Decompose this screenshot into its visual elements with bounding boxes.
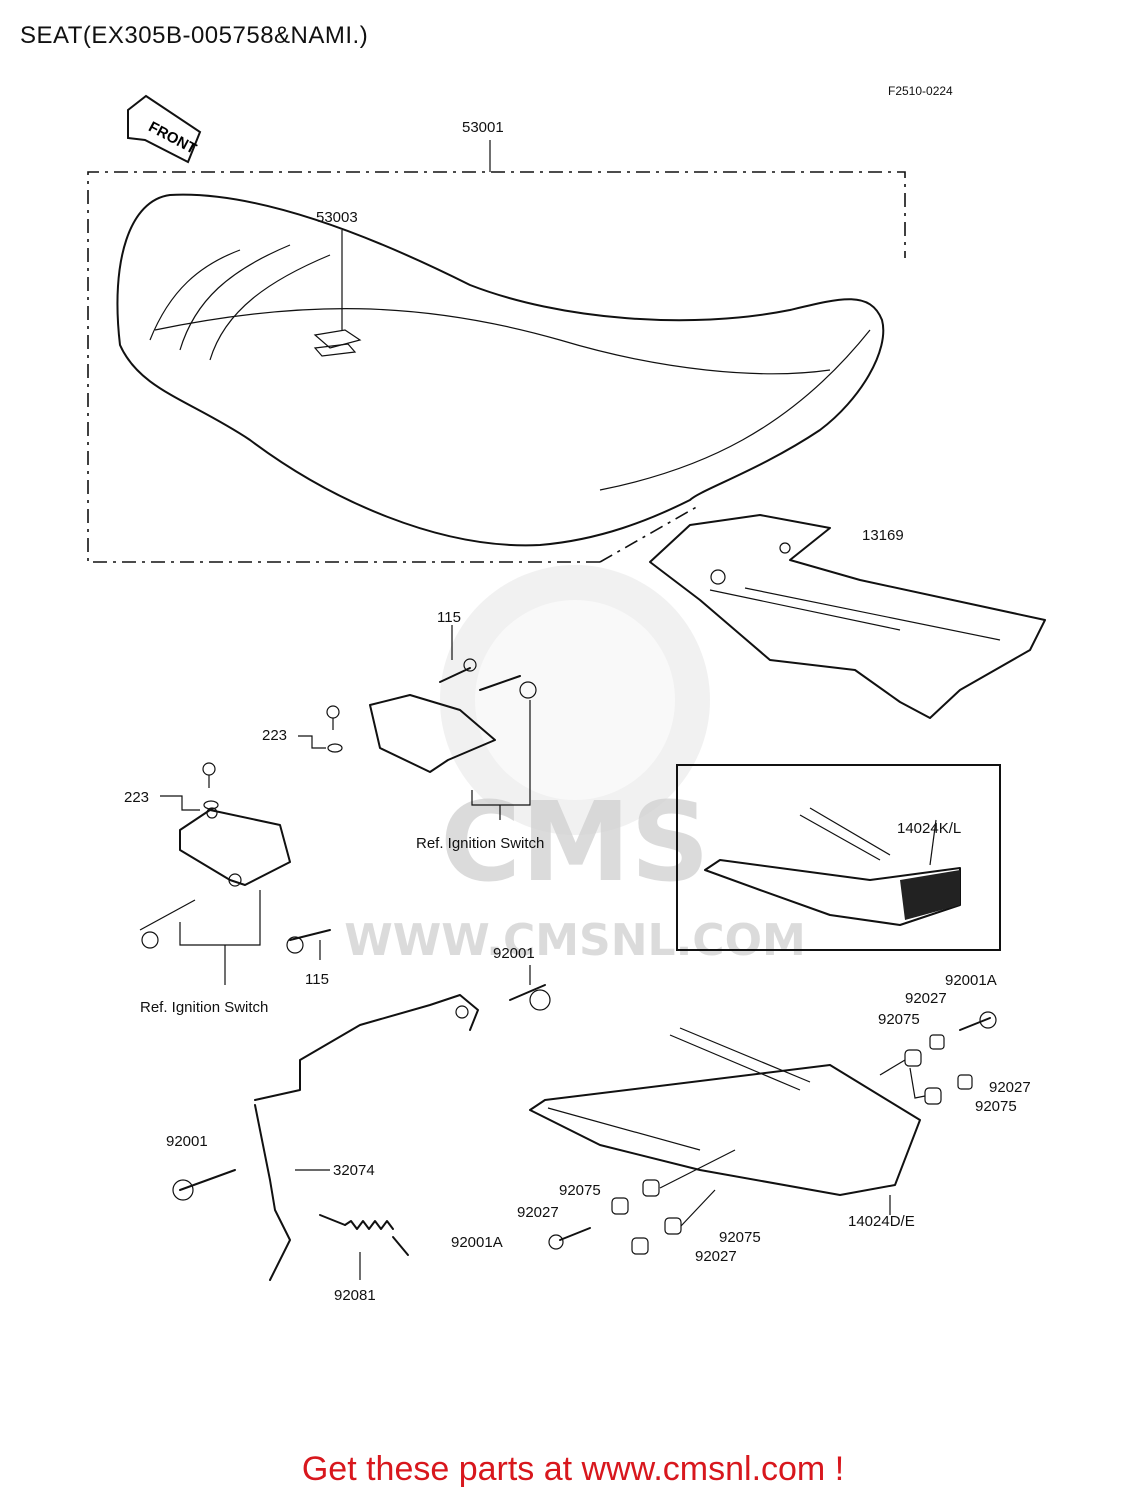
ref-ignition-switch-2: Ref. Ignition Switch [140,999,268,1016]
label-13169: 13169 [862,527,904,544]
label-92027-b: 92027 [989,1079,1031,1096]
label-92001-left: 92001 [166,1133,208,1150]
page-title: SEAT(EX305B-005758&NAMI.) [20,22,369,49]
label-92001a-right: 92001A [945,972,997,989]
watermark-brand: CMS [440,778,709,906]
label-92027-a: 92027 [905,990,947,1007]
label-115-bottom: 115 [305,971,329,988]
bracket-13169-drawing [649,514,1046,719]
hardware-bottom-drawing [548,1149,736,1255]
label-14024kl: 14024K/L [897,820,961,837]
label-53001: 53001 [462,119,504,136]
seat-lock-upper-drawing [369,625,537,820]
label-92075-c: 92075 [559,1182,601,1199]
label-32074: 32074 [333,1162,375,1179]
footer-link-text[interactable]: Get these parts at www.cmsnl.com ! [301,1450,845,1488]
spring-92081-drawing [319,1214,409,1280]
label-92075-b: 92075 [975,1098,1017,1115]
hardware-right-drawing [879,1011,997,1105]
grip-14024de-drawing [529,1027,921,1215]
seat-assembly-box [87,140,906,563]
drawing-code: F2510-0224 [888,84,953,98]
label-92027-c: 92027 [517,1204,559,1221]
ref-ignition-switch-1: Ref. Ignition Switch [416,835,544,852]
grip-inset-box [676,764,1001,951]
front-arrow-icon: FRONT [127,94,202,164]
watermark-url: WWW.CMSNL.COM [344,915,806,966]
label-92081: 92081 [334,1287,376,1304]
seat-drawing [116,193,885,547]
label-223-a: 223 [262,727,287,744]
label-14024de: 14024D/E [848,1213,915,1230]
seat-lock-lower-drawing [139,807,331,985]
label-92027-d: 92027 [695,1248,737,1265]
label-53003: 53003 [316,209,358,226]
cms-watermark: CMS WWW.CMSNL.COM [344,565,806,966]
label-115-top: 115 [437,609,461,626]
rod-32074-drawing [172,965,551,1281]
label-223-b: 223 [124,789,149,806]
label-92001-top: 92001 [493,945,535,962]
label-92075-d: 92075 [719,1229,761,1246]
label-92075-a: 92075 [878,1011,920,1028]
screw-223-upper-drawing [298,705,343,753]
label-92001a-left: 92001A [451,1234,503,1251]
screw-223-lower-drawing [160,762,219,811]
